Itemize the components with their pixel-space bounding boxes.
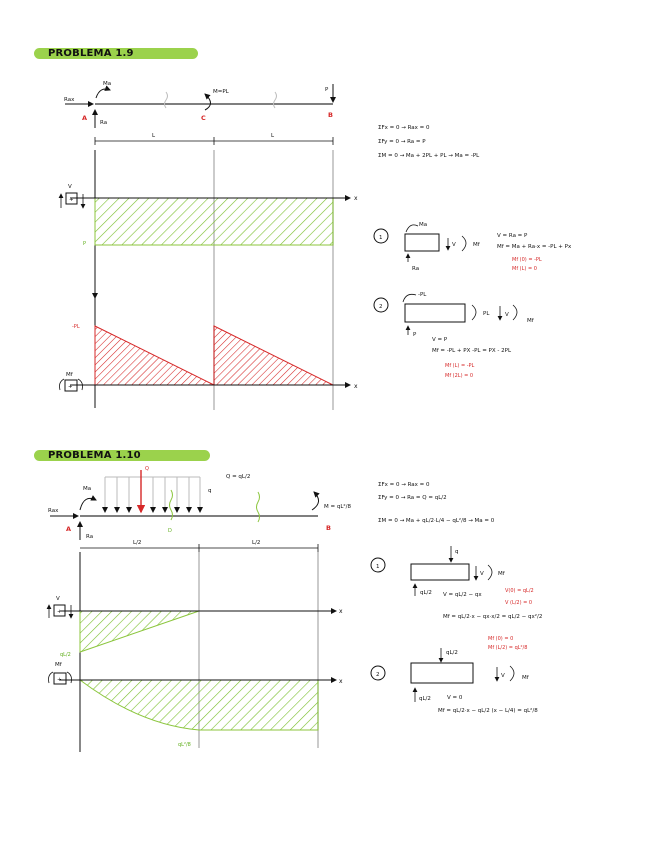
p1-eq-fx: ΣFx = 0 → Rax = 0 <box>378 125 430 131</box>
p2-s1-q: q <box>455 549 459 555</box>
p1-s2-num: 2 <box>379 304 383 310</box>
p1-v-axis-x: x <box>354 195 358 202</box>
p2-s2-q: qL/2 <box>446 650 458 656</box>
p2-s2-mf: Mf <box>522 675 530 681</box>
p1-s1-v: V <box>452 242 456 248</box>
p2-s2-v: V <box>501 673 505 679</box>
p1-s1-eq2: Mf = Ma + Ra·x = -PL + Px <box>497 244 572 250</box>
p1-m-axis-x: x <box>354 383 358 390</box>
p2-rax-label: Rax <box>48 508 59 514</box>
p1-eq-fy: ΣFy = 0 → Ra = P <box>378 139 426 145</box>
p2-eq-fx: ΣFx = 0 → Rax = 0 <box>378 482 430 488</box>
p2-point-d: D <box>168 528 172 534</box>
p1-s1-eq1: V = Ra = P <box>497 233 528 239</box>
p1-s2-p: P <box>413 332 417 338</box>
p2-v-value: qL/2 <box>60 652 71 658</box>
problem1-beam <box>65 84 336 145</box>
p2-ma-label: Ma <box>83 486 91 492</box>
p1-s2-r2: Mf (2L) = 0 <box>445 373 473 379</box>
p2-s1-num: 1 <box>376 564 380 570</box>
p2-moment-diagram: + <box>48 671 337 731</box>
p2-m-axis-x: x <box>339 678 343 685</box>
p1-shear-diagram: + <box>58 192 351 246</box>
p1-s2-v: V <box>505 312 509 318</box>
p2-Qeq-label: Q = qL/2 <box>226 474 250 480</box>
p2-shear-diagram: + <box>46 604 337 653</box>
p1-rax-label: Rax <box>64 97 75 103</box>
svg-text:+: + <box>69 197 74 203</box>
p2-s1-eq1: V = qL/2 − qx <box>443 592 482 598</box>
p1-s1-ma: Ma <box>419 222 427 228</box>
p1-s1-ra: Ra <box>412 266 419 272</box>
p1-s2-pl: -PL <box>418 292 427 298</box>
svg-text:+: + <box>68 384 73 390</box>
p1-s2-eq2: Mf = -PL + PX -PL = PX - 2PL <box>432 348 512 354</box>
p2-s1-ra: qL/2 <box>420 590 432 596</box>
p2-s1-mf: Mf <box>498 571 506 577</box>
p1-s1-r1: Mf (0) = -PL <box>512 257 542 263</box>
p2-len1: L/2 <box>133 540 141 546</box>
problem2-title: PROBLEMA 1.10 <box>34 450 210 461</box>
p1-v-label: V <box>68 184 72 190</box>
p1-m-value: -PL <box>72 324 80 330</box>
p1-moment-diagram: + <box>59 280 351 392</box>
p1-section2-sketch <box>373 293 518 335</box>
p1-point-a: A <box>82 114 87 122</box>
p2-s1-eq1r2: V (L/2) = 0 <box>505 600 532 606</box>
p1-s2-r1: Mf (L) = -PL <box>445 363 475 369</box>
p1-section1-sketch <box>373 224 467 262</box>
p1-point-c: C <box>201 114 206 122</box>
p2-s1-v: V <box>480 571 484 577</box>
p2-v-axis-x: x <box>339 608 343 615</box>
p1-s2-eq1: V = P <box>432 337 448 343</box>
p1-ma-label: Ma <box>103 81 111 87</box>
p1-s1-num: 1 <box>379 235 383 241</box>
p2-s1-eq2: Mf = qL/2·x − qx·x/2 = qL/2 − qx²/2 <box>443 613 542 620</box>
p2-len2: L/2 <box>252 540 260 546</box>
p2-s1-eq1r: V(0) = qL/2 <box>505 588 534 594</box>
p1-ra-label: Ra <box>100 120 107 126</box>
p1-v-value: P <box>83 241 86 247</box>
p1-len2: L <box>271 133 275 139</box>
p1-m-label: Mf <box>66 372 74 378</box>
p2-point-a: A <box>66 525 71 533</box>
p2-Q-label: Q <box>145 466 149 472</box>
p2-section2-sketch <box>370 648 515 702</box>
p2-s2-num: 2 <box>376 672 380 678</box>
p2-m-value: qL²/8 <box>178 742 191 748</box>
problem2-beam <box>50 470 320 552</box>
p2-q-label: q <box>208 488 212 494</box>
p2-section1-sketch <box>370 546 493 596</box>
p1-s1-mf: Mf <box>473 242 481 248</box>
p2-m-label: M = qL²/8 <box>324 503 351 510</box>
problem1-title: PROBLEMA 1.9 <box>34 48 198 59</box>
p1-mc-label: M=PL <box>213 89 230 95</box>
p1-len1: L <box>152 133 156 139</box>
p2-v-label: V <box>56 596 60 602</box>
svg-text:+: + <box>57 609 62 615</box>
p2-point-b: B <box>326 524 331 532</box>
p1-s2-plr: PL <box>483 311 490 317</box>
p2-s2-eq2: Mf = qL/2·x − qL/2 (x − L/4) = qL²/8 <box>438 707 538 714</box>
p2-eq-m: ΣM = 0 → Ma + qL/2·L/4 − qL²/8 → Ma = 0 <box>378 517 495 524</box>
p2-eq-fy: ΣFy = 0 → Ra = Q = qL/2 <box>378 495 447 501</box>
p1-s1-r2: Mf (L) = 0 <box>512 266 537 272</box>
p2-m-label: Mf <box>55 662 63 668</box>
svg-text:+: + <box>57 677 62 683</box>
p1-point-b: B <box>328 111 333 119</box>
p2-s2-eq1: V = 0 <box>447 695 463 701</box>
p1-eq-m: ΣM = 0 → Ma + 2PL + PL → Ma = -PL <box>378 153 480 159</box>
p1-s2-mf: Mf <box>527 318 535 324</box>
p1-p-label: P <box>325 87 329 93</box>
p2-s2-ra: qL/2 <box>419 696 431 702</box>
p2-ra-label: Ra <box>86 534 93 540</box>
p2-s1-r1: Mf (0) = 0 <box>488 636 513 642</box>
p2-s1-r2: Mf (L/2) = qL²/8 <box>488 645 527 651</box>
